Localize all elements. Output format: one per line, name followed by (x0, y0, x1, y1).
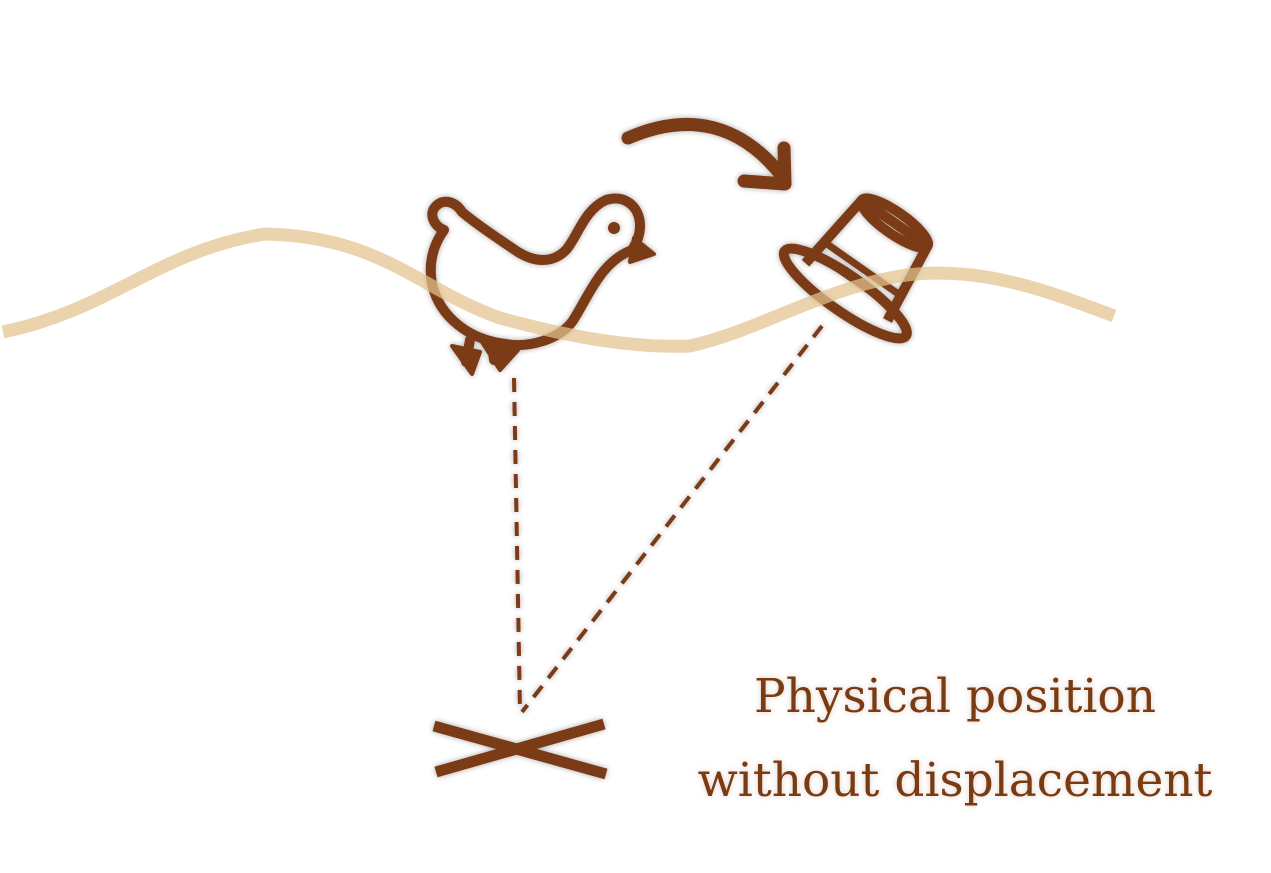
top-hat-icon (778, 193, 934, 344)
dashed-guide-lines (512, 324, 824, 714)
caption: Physical position without displacement (660, 655, 1250, 823)
wave-line (1, 227, 1117, 353)
curved-arrow-icon (621, 117, 792, 191)
hat-guide-line (520, 324, 824, 714)
caption-line-1: Physical position (754, 669, 1156, 724)
duck-icon (425, 193, 656, 376)
cross-mark-icon (432, 718, 608, 780)
caption-line-2: without displacement (697, 753, 1213, 808)
duck-guide-line (512, 377, 522, 713)
